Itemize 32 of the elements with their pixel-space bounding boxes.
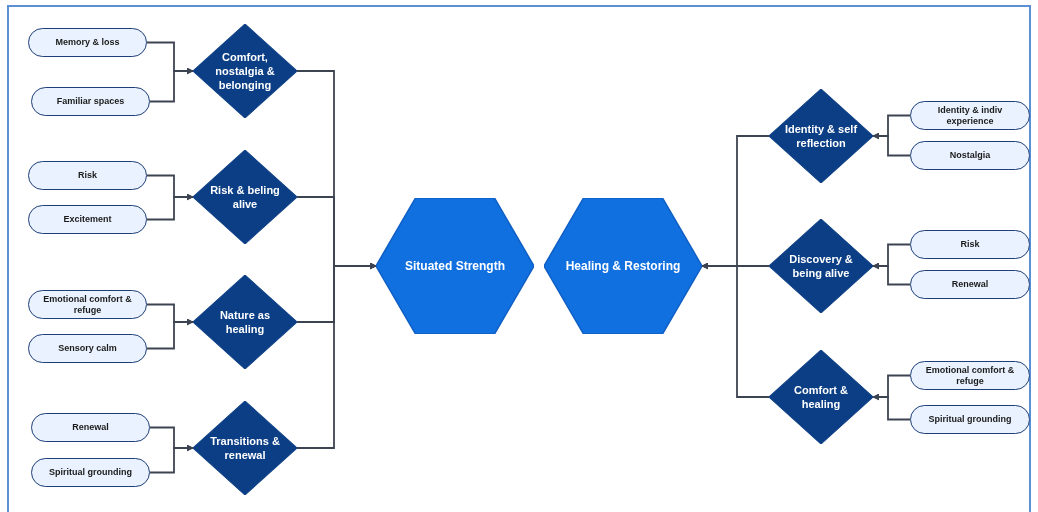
- topic-pill: Memory & loss: [28, 28, 147, 57]
- connector-arrow: [872, 393, 911, 421]
- topic-pill: Familiar spaces: [31, 87, 150, 116]
- theme-diamond: Transitions & renewal: [193, 401, 297, 495]
- topic-pill: Emotional comfort & refuge: [28, 290, 147, 319]
- topic-pill: Nostalgia: [910, 141, 1030, 170]
- core-hexagon: Situated Strength: [376, 198, 534, 334]
- topic-pill: Risk: [910, 230, 1030, 259]
- topic-pill: Risk: [28, 161, 147, 190]
- topic-pill: Sensory calm: [28, 334, 147, 363]
- theme-diamond: Risk & beling alive: [193, 150, 297, 244]
- theme-diamond: Identity & self reflection: [769, 89, 873, 183]
- connector-arrow: [296, 262, 377, 449]
- connector-arrow: [149, 444, 194, 474]
- topic-pill: Renewal: [910, 270, 1030, 299]
- connector-arrow: [701, 262, 770, 398]
- topic-pill: Emotional comfort & refuge: [910, 361, 1030, 390]
- connector-arrow: [146, 193, 194, 221]
- theme-diamond: Nature as healing: [193, 275, 297, 369]
- topic-pill: Renewal: [31, 413, 150, 442]
- topic-pill: Spiritual grounding: [910, 405, 1030, 434]
- connector-arrow: [872, 132, 911, 157]
- theme-diamond: Discovery & being alive: [769, 219, 873, 313]
- core-hexagon: Healing & Restoring: [544, 198, 702, 334]
- topic-pill: Spiritual grounding: [31, 458, 150, 487]
- connector-arrow: [872, 262, 911, 286]
- theme-diamond: Comfort & healing: [769, 350, 873, 444]
- connector-arrow: [146, 318, 194, 350]
- connector-arrow: [149, 67, 194, 103]
- topic-pill: Identity & indiv experience: [910, 101, 1030, 130]
- topic-pill: Excitement: [28, 205, 147, 234]
- theme-diamond: Comfort, nostalgia & belonging: [193, 24, 297, 118]
